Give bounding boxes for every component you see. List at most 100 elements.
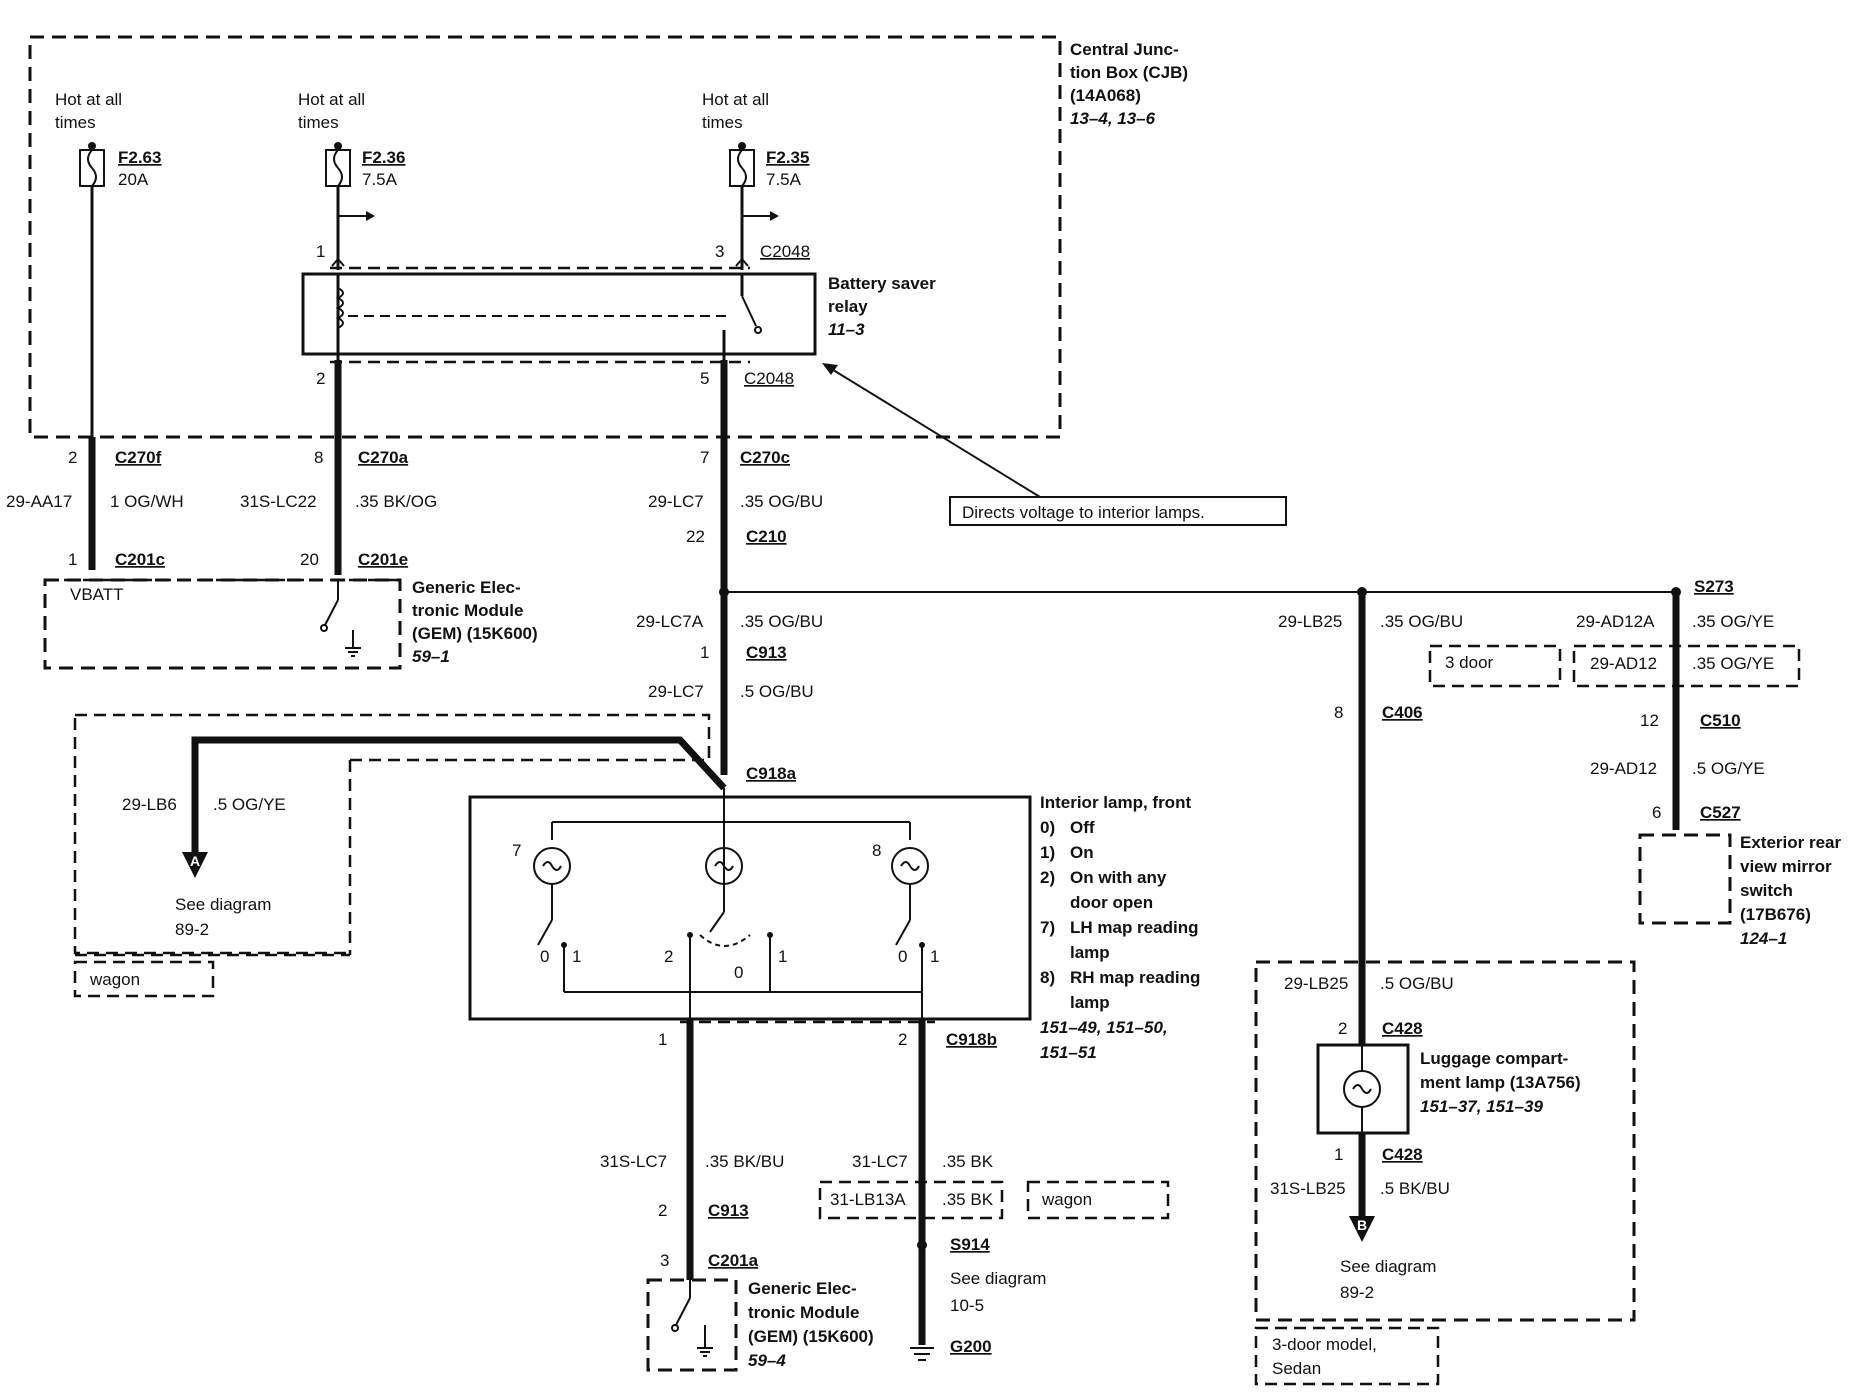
- wagon-tag-box-2: [1026, 1180, 1170, 1220]
- fuse-f235-icon: [729, 142, 755, 187]
- lug-variant-2: Sedan: [1272, 1359, 1321, 1378]
- lug-variant-1: 3-door model,: [1272, 1335, 1377, 1354]
- center-pos-2: 2: [664, 947, 673, 966]
- gem-bottom-name-2: tronic Module: [748, 1303, 859, 1322]
- ad12-wire2: .35 OG/YE: [1692, 654, 1774, 673]
- svg-text:RH map reading: RH map reading: [1070, 968, 1200, 987]
- interior-lamp-front-box: [468, 795, 1032, 1021]
- lamp7-pos-0: 0: [540, 947, 549, 966]
- interior-lamp-refs-1: 151–49, 151–50,: [1040, 1018, 1168, 1037]
- relay-pin-3: 3: [715, 242, 724, 261]
- luggage-name-2: ment lamp (13A756): [1420, 1073, 1581, 1092]
- c1-wire: 1 OG/WH: [110, 492, 184, 511]
- c3-wire: .35 OG/BU: [740, 492, 823, 511]
- lc7b-see: See diagram: [950, 1269, 1046, 1288]
- switch-icon: [324, 599, 339, 626]
- fuse-f263-icon: [79, 142, 105, 187]
- lc7b-ground: G200: [950, 1337, 992, 1356]
- switch-icon: [895, 919, 911, 946]
- gem-top-name-1: Generic Elec-: [412, 578, 521, 597]
- lb6-see: See diagram: [175, 895, 271, 914]
- gem-top-name-2: tronic Module: [412, 601, 523, 620]
- lamp8-pos-1: 1: [930, 947, 939, 966]
- lc7b-wire2: .35 BK: [942, 1190, 994, 1209]
- lc7-wire: .35 BK/BU: [705, 1152, 784, 1171]
- lug-wire: .5 OG/BU: [1380, 974, 1454, 993]
- luggage-ref: 151–37, 151–39: [1420, 1097, 1543, 1116]
- center-switch-arc: [699, 934, 751, 947]
- lb25-variant: 3 door: [1445, 653, 1494, 672]
- mirror-name-2: view mirror: [1740, 857, 1832, 876]
- switch-icon: [709, 911, 725, 933]
- c3-pin-top: 7: [700, 448, 709, 467]
- relay-name-2: relay: [828, 297, 868, 316]
- svg-text:LH map reading: LH map reading: [1070, 918, 1198, 937]
- ground-icon: [345, 647, 361, 657]
- c3-conn-top: C270c: [740, 448, 790, 467]
- interior-lamp-title: Interior lamp, front: [1040, 793, 1191, 812]
- lb25-conn: C406: [1382, 703, 1423, 722]
- connector-b-icon: [1349, 1216, 1375, 1242]
- relay-pin-5: 5: [700, 369, 709, 388]
- lc7b-conn: C918b: [946, 1030, 997, 1049]
- svg-text:lamp: lamp: [1070, 943, 1110, 962]
- arrow-right-icon: [770, 211, 779, 221]
- svg-text:On with any: On with any: [1070, 868, 1167, 887]
- lamp-pin-7: 7: [512, 841, 521, 860]
- 3-door-sedan-region: [1254, 960, 1636, 1322]
- lc7-circuit: 31S-LC7: [600, 1152, 667, 1171]
- arrow-icon: [822, 363, 838, 375]
- connector-a-letter: A: [190, 853, 200, 869]
- ad12-conn2: C527: [1700, 803, 1741, 822]
- relay-contact-icon: [741, 295, 757, 327]
- ad12-circuit2: 29-AD12: [1590, 654, 1657, 673]
- luggage-name-1: Luggage compart-: [1420, 1049, 1568, 1068]
- fuse-3-id: F2.35: [766, 148, 809, 167]
- c3-conn-bot: C210: [746, 527, 787, 546]
- switch-icon: [675, 1297, 691, 1326]
- lamp-pin-8: 8: [872, 841, 881, 860]
- fuse-2-rating: 7.5A: [362, 170, 398, 189]
- interior-lamp-refs-2: 151–51: [1040, 1043, 1097, 1062]
- c3b-circuit: 29-LC7A: [636, 612, 704, 631]
- svg-text:2): 2): [1040, 868, 1055, 887]
- c1-conn-top: C270f: [115, 448, 162, 467]
- lb25-pin: 8: [1334, 703, 1343, 722]
- svg-text:7): 7): [1040, 918, 1055, 937]
- fuse-f236-icon: [325, 142, 351, 187]
- ad12-splice: S273: [1694, 577, 1734, 596]
- c2-conn-top: C270a: [358, 448, 409, 467]
- gem-bottom-name-3: (GEM) (15K600): [748, 1327, 874, 1346]
- lc7-pin: 1: [658, 1030, 667, 1049]
- lug-circuit2: 31S-LB25: [1270, 1179, 1346, 1198]
- lb6-see-ref: 89-2: [175, 920, 209, 939]
- callout-text: Directs voltage to interior lamps.: [962, 503, 1205, 522]
- ground-icon: [697, 1347, 713, 1357]
- ad12-circuit: 29-AD12A: [1576, 612, 1655, 631]
- hot-label-3b: times: [702, 113, 743, 132]
- c2-wire: .35 BK/OG: [355, 492, 437, 511]
- ad12-circuit3: 29-AD12: [1590, 759, 1657, 778]
- lc7-pin2: 2: [658, 1201, 667, 1220]
- hot-label-2a: Hot at all: [298, 90, 365, 109]
- gem-bottom-boundary: [646, 1278, 738, 1372]
- c1-conn-bot: C201c: [115, 550, 165, 569]
- lc7b-pin: 2: [898, 1030, 907, 1049]
- svg-text:lamp: lamp: [1070, 993, 1110, 1012]
- lb13a-variant-box: [818, 1180, 1004, 1220]
- wire-29-lb6: [191, 736, 727, 855]
- cjb-part: (14A068): [1070, 86, 1141, 105]
- interior-lamp-options: 0)Off 1)On 2)On with any door open 7)LH …: [1040, 818, 1200, 1012]
- lug-see-ref: 89-2: [1340, 1283, 1374, 1302]
- terminal-icon: [735, 257, 749, 267]
- c3-pin-bot: 22: [686, 527, 705, 546]
- relay-pin-2: 2: [316, 369, 325, 388]
- cjb-ref: 13–4, 13–6: [1070, 109, 1156, 128]
- fuse-3-rating: 7.5A: [766, 170, 802, 189]
- ad12-wire: .35 OG/YE: [1692, 612, 1774, 631]
- callout-leader: [829, 367, 1041, 498]
- mirror-part: (17B676): [1740, 905, 1811, 924]
- lc7b-splice: S914: [950, 1235, 990, 1254]
- hot-label-1a: Hot at all: [55, 90, 122, 109]
